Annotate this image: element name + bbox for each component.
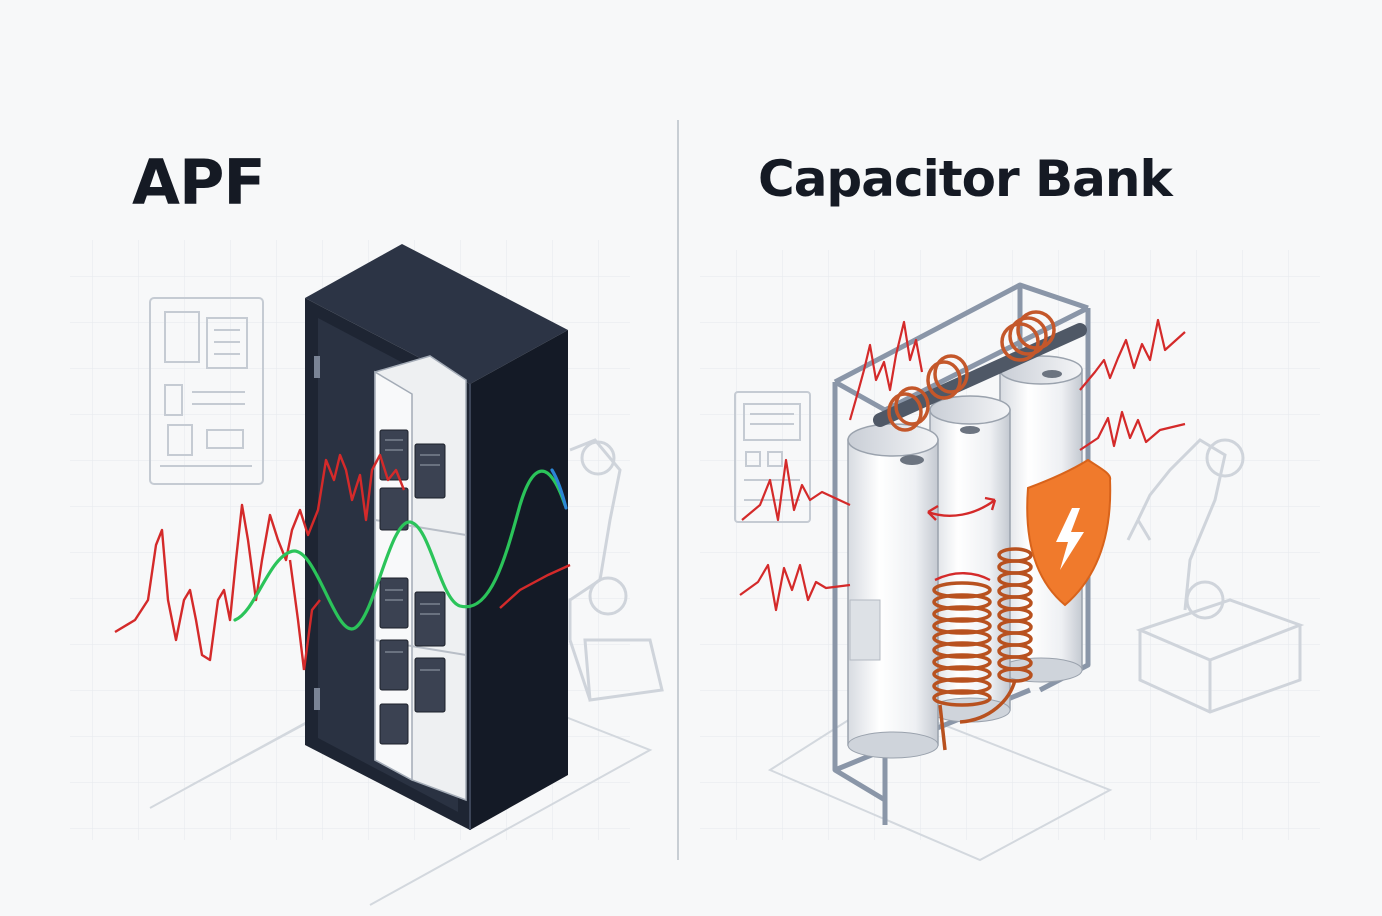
harmonic-wave-icon [114,453,406,662]
reactor-coils [887,310,1056,432]
power-modules [379,429,446,745]
sine-wave-end [550,468,568,510]
robot-arm-icon [568,438,664,702]
control-panel-icon-right [734,391,811,523]
coil-stack-left [932,581,992,751]
resonance-arrow-icon [927,496,997,582]
sine-wave-icon [233,469,567,631]
harmonic-wave-tail [288,559,571,671]
module-vents [385,439,440,671]
harmonic-wave-icon-right [739,318,1186,612]
shield-lightning-icon [1026,458,1112,607]
coil-stack-right [959,547,1033,724]
apf-title: APF [132,146,266,219]
floor-outline-right [767,698,1113,862]
control-panel-icon [149,297,264,485]
robot-arm-icon-right [1126,438,1305,714]
capacitor-bank-title: Capacitor Bank [758,150,1173,208]
